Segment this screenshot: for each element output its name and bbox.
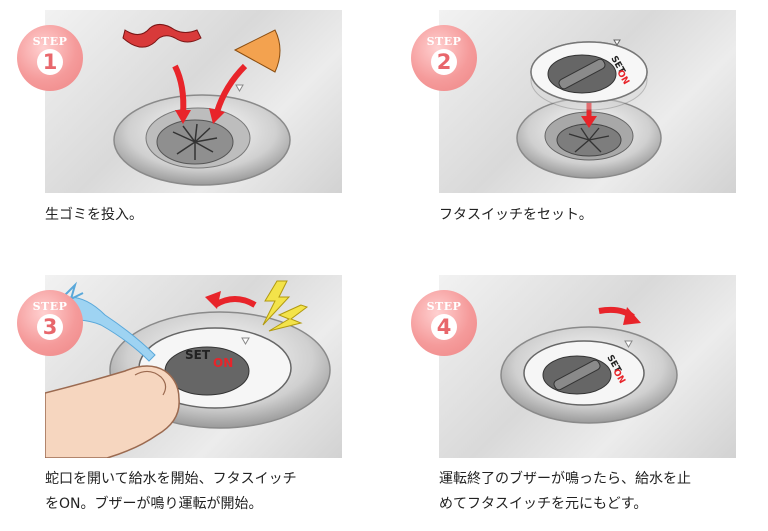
step-number: 2	[431, 49, 457, 75]
vegetable-peel-icon	[233, 29, 281, 73]
step-badge-label: STEP	[426, 300, 462, 313]
step-badge-label: STEP	[32, 35, 68, 48]
step-number: 3	[37, 314, 63, 340]
caption-line: 蛇口を開いて給水を開始、フタスイッチ	[45, 471, 297, 487]
hand-icon	[45, 365, 180, 458]
step-number: 1	[37, 49, 63, 75]
switch-set-label: SET	[185, 348, 211, 362]
step-3-illustration: SET ON	[45, 275, 342, 458]
caption-line: めてフタスイッチを元にもどす。	[439, 496, 648, 512]
step-4-illustration: SET ON	[439, 275, 736, 458]
step-badge: STEP 2	[411, 25, 477, 91]
drain-strainer	[172, 123, 218, 160]
caption-line: をON。ブザーが鳴り運転が開始。	[45, 496, 263, 512]
step-2-illustration: SET ON	[439, 10, 736, 193]
caption-line: 運転終了のブザーが鳴ったら、給水を止	[439, 471, 691, 487]
caption-line: フタスイッチをセット。	[439, 207, 593, 223]
drop-arrow-icon	[172, 64, 187, 115]
step-badge-label: STEP	[426, 35, 462, 48]
switch-on-label: ON	[213, 356, 233, 370]
step-number: 4	[431, 314, 457, 340]
step-caption: 蛇口を開いて給水を開始、フタスイッチ をON。ブザーが鳴り運転が開始。	[45, 467, 297, 517]
step-caption: 運転終了のブザーが鳴ったら、給水を止 めてフタスイッチを元にもどす。	[439, 467, 691, 517]
step-1-illustration	[45, 10, 342, 193]
step-caption: 生ゴミを投入。	[45, 203, 143, 228]
lid-switch	[530, 39, 648, 111]
step-badge-label: STEP	[32, 300, 68, 313]
lightning-icon	[262, 280, 291, 326]
step-badge: STEP 3	[17, 290, 83, 356]
rotate-arrow-icon	[213, 296, 257, 308]
caption-line: 生ゴミを投入。	[45, 207, 143, 223]
step-badge: STEP 1	[17, 25, 83, 91]
step-badge: STEP 4	[411, 290, 477, 356]
food-scrap-icon	[122, 24, 202, 48]
step-caption: フタスイッチをセット。	[439, 203, 593, 228]
